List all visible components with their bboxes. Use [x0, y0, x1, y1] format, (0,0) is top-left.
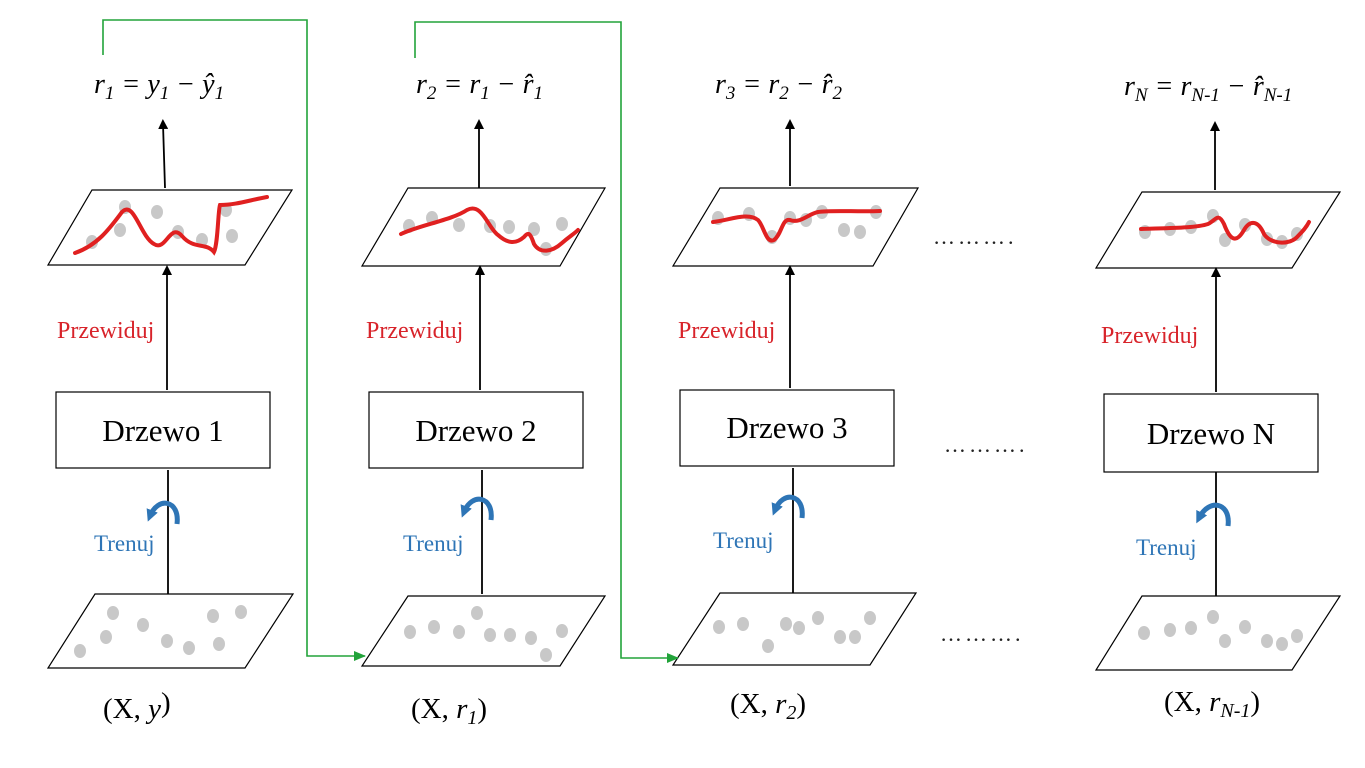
prediction-plane-n	[1094, 191, 1342, 269]
ellipsis-trees: ……….	[944, 432, 1028, 457]
predict-label-n: Przewiduj	[1101, 323, 1198, 349]
prediction-points-1	[86, 200, 238, 249]
stage-3: r3 = r2 − r̂2 Przewiduj Drzewo 3 Trenuj	[671, 69, 920, 724]
data-points-n	[1138, 610, 1303, 651]
predict-label-2: Przewiduj	[366, 318, 463, 344]
stage-n: rN = rN-1 − r̂N-1 Przewiduj Drzewo N Tr	[1094, 71, 1342, 722]
residual-flow-connector-2	[414, 21, 679, 663]
tree-label-n: Drzewo N	[1147, 416, 1275, 451]
data-label-3: (X, r2)	[730, 688, 806, 724]
train-loop-icon-2	[460, 496, 494, 521]
prediction-curve-2	[399, 206, 580, 253]
prediction-curve-1	[73, 195, 269, 256]
output-arrow-1	[158, 119, 169, 189]
tree-box-3	[679, 389, 895, 467]
tree-box-1	[55, 391, 271, 469]
data-plane-3	[671, 592, 918, 666]
data-label-n: (X, rN-1)	[1164, 686, 1260, 722]
prediction-curve-3	[711, 209, 882, 243]
tree-label-1: Drzewo 1	[102, 413, 223, 448]
tree-box-2	[368, 391, 584, 469]
data-points-3	[713, 611, 876, 653]
tree-label-3: Drzewo 3	[726, 410, 847, 445]
train-label-n: Trenuj	[1136, 535, 1197, 560]
data-points-2	[404, 606, 568, 662]
train-label-1: Trenuj	[94, 531, 155, 556]
train-label-2: Trenuj	[403, 531, 464, 556]
stage-2: r2 = r1 − r̂1 Przewiduj Drzewo 2 Trenuj	[360, 69, 607, 729]
prediction-plane-1	[46, 189, 294, 266]
data-label-1: (X, y)	[103, 687, 171, 725]
predict-label-1: Przewiduj	[57, 318, 154, 344]
prediction-plane-3	[671, 187, 920, 267]
ellipsis-data: ……….	[940, 621, 1024, 646]
prediction-plane-2	[360, 187, 607, 267]
residual-formula-n: rN = rN-1 − r̂N-1	[1124, 71, 1292, 106]
data-plane-1	[46, 593, 295, 669]
train-loop-icon-1	[146, 500, 180, 525]
residual-flow-connector-1	[102, 19, 366, 661]
train-loop-icon-3	[771, 494, 805, 519]
data-label-2: (X, r1)	[411, 693, 487, 729]
prediction-curve-n	[1139, 215, 1311, 245]
residual-formula-3: r3 = r2 − r̂2	[715, 69, 843, 104]
residual-formula-1: r1 = y1 − ŷ1	[94, 69, 224, 104]
data-points-1	[74, 605, 247, 658]
data-plane-n	[1094, 595, 1342, 671]
train-loop-icon-n	[1196, 502, 1231, 527]
predict-label-3: Przewiduj	[678, 318, 775, 344]
train-label-3: Trenuj	[713, 528, 774, 553]
tree-label-2: Drzewo 2	[415, 413, 536, 448]
residual-formula-2: r2 = r1 − r̂1	[416, 69, 543, 104]
stage-1: r1 = y1 − ŷ1 Przewiduj Drzewo 1 Trenuj	[46, 69, 295, 725]
ellipsis-predictions: ……….	[933, 224, 1017, 249]
data-plane-2	[360, 595, 607, 667]
tree-box-n	[1103, 393, 1319, 473]
